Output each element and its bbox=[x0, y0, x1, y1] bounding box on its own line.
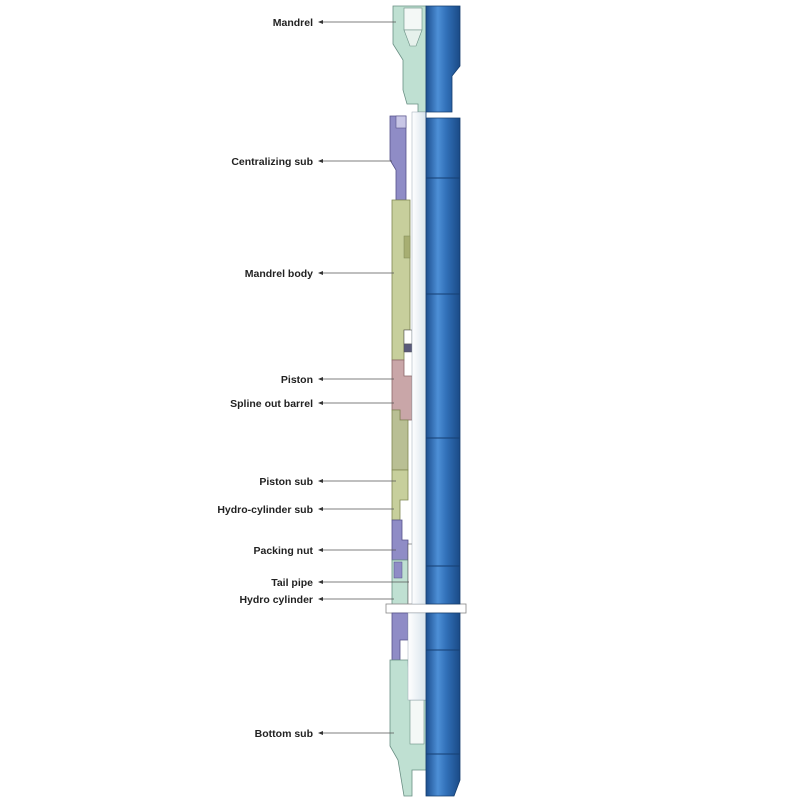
callout-spline-out-barrel: Spline out barrel bbox=[230, 398, 394, 410]
arrowhead bbox=[318, 507, 323, 511]
label-spline-out-barrel: Spline out barrel bbox=[230, 398, 313, 410]
hydro-cylinder-lower-shape bbox=[391, 612, 409, 661]
housing-section bbox=[385, 5, 467, 797]
label-bottom-sub: Bottom sub bbox=[255, 728, 313, 740]
label-centralizing-sub: Centralizing sub bbox=[231, 156, 313, 168]
arrowhead bbox=[318, 271, 323, 275]
arrowhead bbox=[318, 580, 323, 584]
callout-mandrel-body: Mandrel body bbox=[245, 268, 394, 280]
label-packing-nut: Packing nut bbox=[253, 545, 313, 557]
callout-tail-pipe: Tail pipe bbox=[271, 577, 409, 589]
inner-bore bbox=[411, 111, 427, 605]
label-mandrel: Mandrel bbox=[273, 17, 313, 29]
callout-centralizing-sub: Centralizing sub bbox=[231, 156, 392, 168]
packing-nut-detail bbox=[393, 561, 403, 579]
arrowhead bbox=[318, 377, 323, 381]
callout-packing-nut: Packing nut bbox=[253, 545, 396, 557]
arrowhead bbox=[318, 731, 323, 735]
label-mandrel-body: Mandrel body bbox=[245, 268, 313, 280]
callout-bottom-sub: Bottom sub bbox=[255, 728, 394, 740]
arrowhead bbox=[318, 401, 323, 405]
mandrel-pipe-main bbox=[425, 112, 461, 605]
centralizing-sub-shape bbox=[389, 115, 407, 201]
mandrel-pipe bbox=[425, 5, 461, 797]
arrowhead bbox=[318, 597, 323, 601]
mandrel-pipe-lower bbox=[425, 612, 461, 797]
callout-piston-sub: Piston sub bbox=[259, 476, 396, 488]
label-piston-sub: Piston sub bbox=[259, 476, 313, 488]
callout-hydro-cylinder-sub: Hydro-cylinder sub bbox=[217, 504, 394, 516]
arrowhead bbox=[318, 479, 323, 483]
centralizing-sub-cap bbox=[395, 115, 407, 129]
hydro-cylinder-sub-shape bbox=[391, 519, 409, 561]
label-hydro-cylinder-sub: Hydro-cylinder sub bbox=[217, 504, 313, 516]
mandrel-box-recess bbox=[403, 7, 423, 31]
callout-hydro-cylinder: Hydro cylinder bbox=[239, 594, 394, 606]
arrowhead bbox=[318, 20, 323, 24]
arrowhead bbox=[318, 548, 323, 552]
piston-seal-ring-dark bbox=[403, 343, 413, 353]
arrowhead bbox=[318, 159, 323, 163]
mandrel-neck bbox=[403, 29, 423, 47]
inner-bore-lower bbox=[407, 612, 427, 701]
callout-piston: Piston bbox=[281, 374, 394, 386]
label-piston: Piston bbox=[281, 374, 313, 386]
piston-seal-ring bbox=[403, 329, 413, 345]
callout-mandrel: Mandrel bbox=[273, 17, 396, 29]
mandrel-body-groove bbox=[403, 235, 411, 259]
label-hydro-cylinder: Hydro cylinder bbox=[239, 594, 313, 606]
piston-sub-shape bbox=[391, 469, 409, 521]
section-break bbox=[385, 603, 467, 614]
bottom-sub-bore bbox=[409, 699, 425, 745]
label-tail-pipe: Tail pipe bbox=[271, 577, 313, 589]
mandrel-pipe-upper bbox=[425, 5, 461, 113]
